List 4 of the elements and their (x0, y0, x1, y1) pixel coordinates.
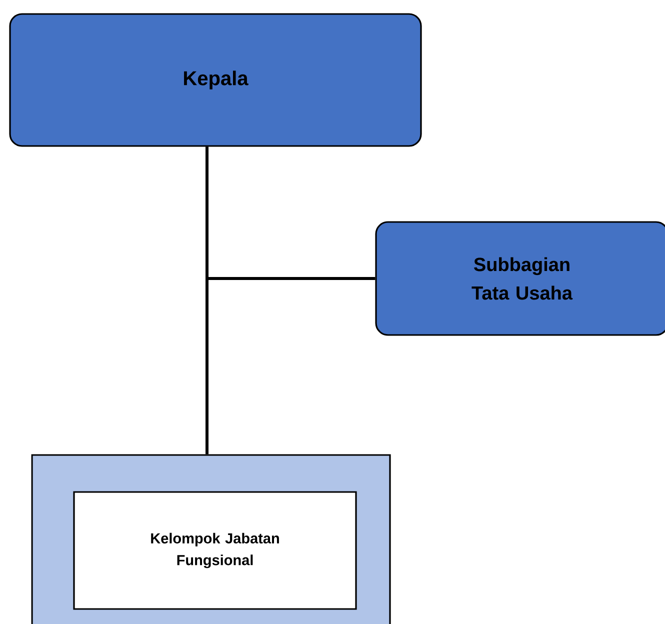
connector-line (206, 146, 208, 454)
unit-box: Kelompok Jabatan Fungsional (73, 491, 357, 610)
unit-box: Kepala (9, 13, 422, 147)
unit-box: Subbagian Tata Usaha (375, 221, 665, 336)
